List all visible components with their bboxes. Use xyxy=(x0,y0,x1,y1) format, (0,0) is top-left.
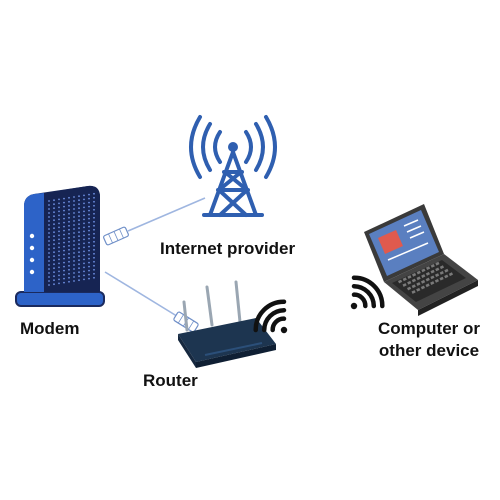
modem-label: Modem xyxy=(20,319,80,338)
cable-modem-to-router xyxy=(104,271,181,319)
modem-icon xyxy=(15,185,105,307)
cell-tower-icon xyxy=(189,115,277,217)
wifi-signal-icon xyxy=(253,299,288,334)
ethernet-plug-icon xyxy=(103,226,129,246)
cable-modem-to-tower xyxy=(127,197,206,232)
internet-provider-label: Internet provider xyxy=(160,239,296,258)
laptop-keyboard xyxy=(398,261,454,294)
router-icon xyxy=(178,280,276,368)
laptop-icon xyxy=(364,204,478,316)
wifi-signal-icon xyxy=(350,275,385,310)
modem-vent-grid xyxy=(48,192,95,286)
computer-label: Computer or other device xyxy=(378,319,480,360)
router-label: Router xyxy=(143,371,198,390)
